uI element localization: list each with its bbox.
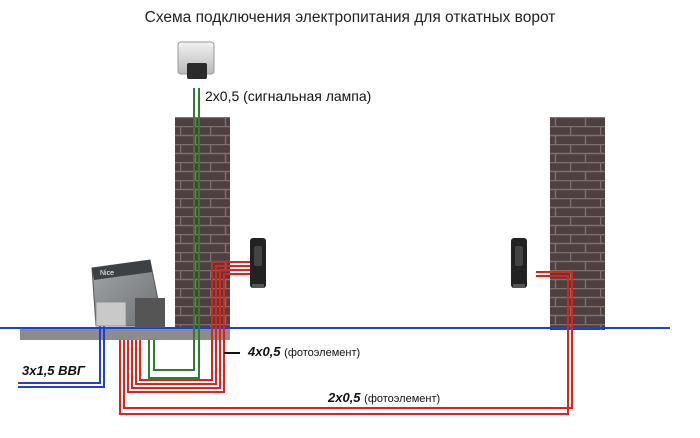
photocell-cable-2-note: (фотоэлемент) — [364, 393, 441, 405]
photocell-cable-2-value: 2x0,5 — [328, 390, 361, 405]
drive-concrete-base — [20, 328, 230, 340]
right-brick-pillar — [550, 117, 605, 330]
left-brick-pillar — [175, 117, 230, 330]
power-cable-value: 3x1,5 ВВГ — [22, 363, 85, 378]
photocell-cable-1-value: 4x0,5 — [248, 344, 281, 359]
drive-brand-label: Nice — [100, 270, 114, 277]
right-photocell-icon — [511, 238, 527, 288]
photocell-cable-4x05 — [127, 261, 250, 393]
photocell-cable-2x05 — [119, 271, 573, 415]
signal-lamp-icon — [177, 41, 215, 79]
power-cable — [18, 312, 105, 388]
lamp-cable — [148, 88, 200, 379]
photocell-cable-label-1: 4x0,5 (фотоэлемент) — [248, 344, 360, 359]
gate-drive-unit-icon: Nice — [91, 259, 165, 328]
diagram-title: Схема подключения электропитания для отк… — [144, 9, 556, 26]
lamp-cable-label: 2x0,5 (сигнальная лампа) — [205, 88, 372, 104]
left-photocell-icon — [250, 238, 266, 288]
photocell-cable-label-2: 2x0,5 (фотоэлемент) — [328, 390, 440, 405]
power-cable-label: 3x1,5 ВВГ — [22, 363, 85, 378]
photocell-cable-1-note: (фотоэлемент) — [284, 347, 361, 359]
